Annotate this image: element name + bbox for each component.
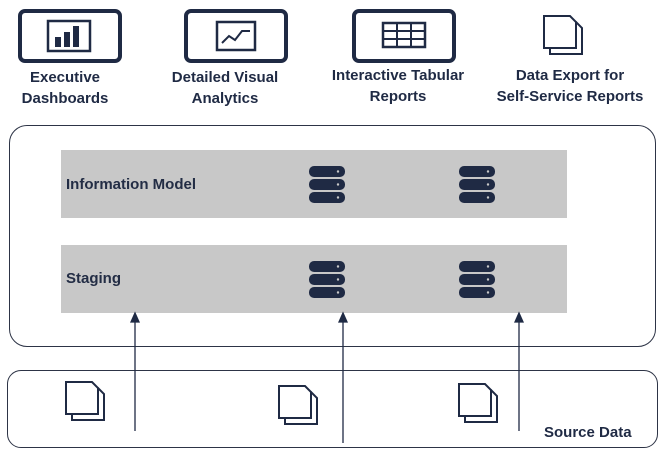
documents-icon xyxy=(540,14,590,60)
consumer-label-executive-dashboards: Executive Dashboards xyxy=(21,69,109,107)
documents-icon xyxy=(62,380,112,426)
documents-icon xyxy=(275,384,325,430)
consumer-label-detailed-visual-analytics: Detailed Visual Analytics xyxy=(171,69,279,107)
database-icon xyxy=(458,165,496,205)
staging-label: Staging xyxy=(66,270,121,287)
bar-chart-monitor-icon xyxy=(18,9,122,63)
database-icon xyxy=(308,260,346,300)
table-monitor-icon xyxy=(352,9,456,63)
source-data-container xyxy=(7,370,658,448)
database-icon xyxy=(458,260,496,300)
line-chart-monitor-icon xyxy=(184,9,288,63)
source-data-label: Source Data xyxy=(544,424,632,441)
information-model-label: Information Model xyxy=(66,176,196,193)
consumer-label-interactive-tabular-reports: Interactive Tabular Reports xyxy=(331,67,465,105)
consumer-label-data-export: Data Export for Self-Service Reports xyxy=(496,67,644,105)
documents-icon xyxy=(455,382,505,428)
database-icon xyxy=(308,165,346,205)
